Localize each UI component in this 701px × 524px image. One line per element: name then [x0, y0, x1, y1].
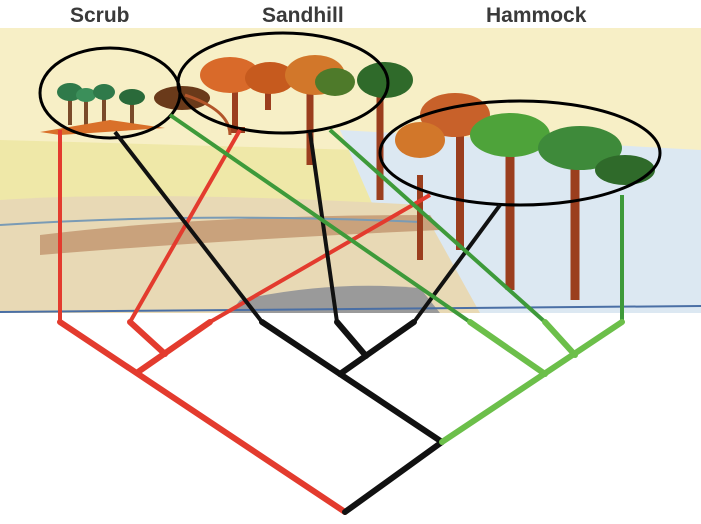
- black-root-branch: [345, 442, 442, 512]
- sandhill-label: Sandhill: [262, 4, 344, 28]
- red-branch-b: [130, 322, 165, 354]
- green-branch-main: [442, 322, 622, 442]
- black-branch-a: [340, 322, 414, 374]
- cladogram: [60, 322, 622, 512]
- hammock-label: Hammock: [486, 4, 586, 28]
- green-branch-a: [470, 322, 545, 374]
- scrub-label: Scrub: [70, 4, 130, 28]
- green-branch-b: [545, 322, 575, 355]
- red-branch-a: [138, 322, 210, 372]
- black-branch-b: [337, 322, 366, 356]
